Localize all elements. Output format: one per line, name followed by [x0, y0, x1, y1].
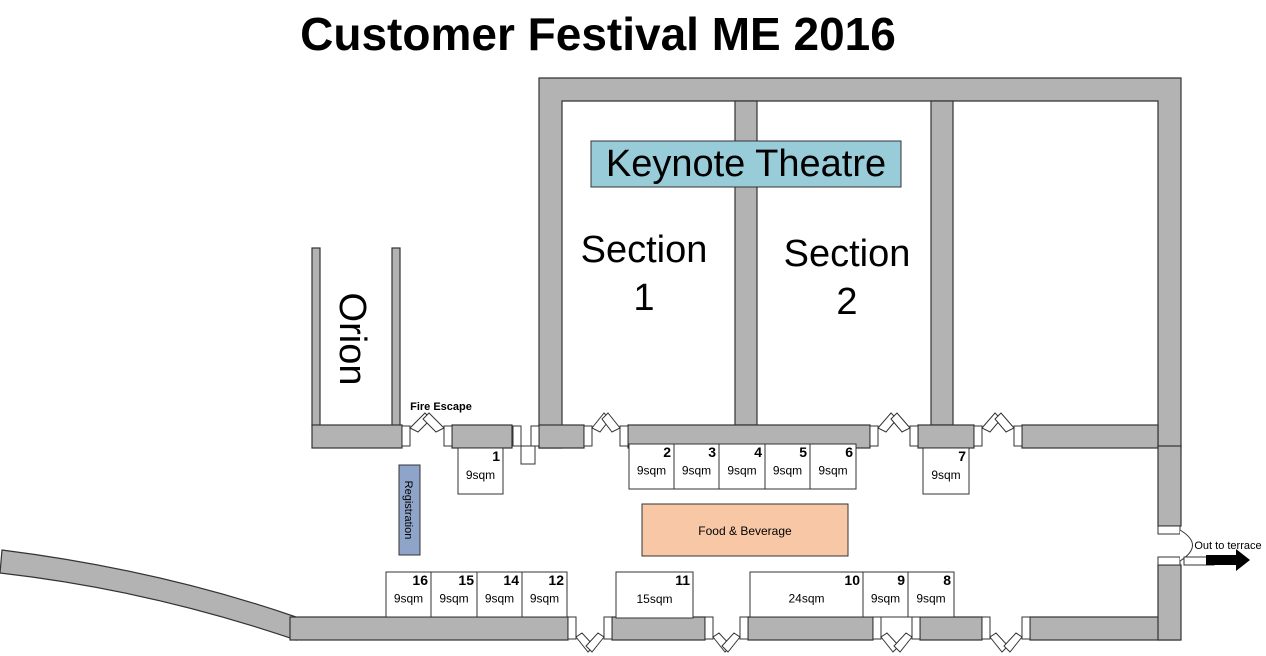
booth-size: 9sqm [727, 464, 756, 478]
booth-number: 5 [799, 444, 807, 460]
food-beverage-label: Food & Beverage [698, 524, 792, 538]
door-keynote-left [512, 425, 540, 465]
booth: 4 9sqm [718, 443, 766, 490]
booth: 9 9sqm [862, 571, 909, 618]
terrace-arrow-icon [1206, 549, 1250, 571]
booth-number: 11 [675, 572, 690, 588]
booths: 1 9sqm 2 9sqm 3 9sqm 4 9sqm 5 9sqm 6 9sqm 7 9sq… [385, 443, 970, 619]
booth-size: 9sqm [773, 464, 802, 478]
fire-escape-label: Fire Escape [410, 401, 472, 413]
booth-number: 14 [503, 572, 519, 588]
booth: 3 9sqm [673, 443, 720, 490]
registration-label: Registration [402, 481, 414, 540]
terrace-exit: Out to terrace [1183, 540, 1262, 571]
doors [401, 412, 1193, 653]
booth: 7 9sqm [922, 447, 970, 495]
keynote-building-walls [538, 77, 1182, 449]
booth-size: 24sqm [788, 592, 824, 606]
terrace-label: Out to terrace [1194, 540, 1261, 552]
door-section-2 [869, 412, 919, 447]
booth: 1 9sqm [457, 447, 504, 495]
booth-size: 9sqm [871, 592, 900, 606]
orion-label: Orion [331, 293, 373, 386]
booth-number: 15 [458, 572, 474, 588]
booth: 8 9sqm [907, 571, 955, 618]
booth-number: 3 [708, 444, 716, 460]
booth: 2 9sqm [628, 443, 675, 490]
door-bottom-1 [567, 616, 613, 653]
section-2-label: Section [784, 233, 911, 275]
booth-size: 9sqm [682, 464, 711, 478]
booth: 12 9sqm [521, 571, 568, 618]
booth-size: 9sqm [485, 592, 514, 606]
door-hall-right [973, 412, 1023, 447]
keynote-theatre-label: Keynote Theatre [606, 143, 886, 185]
booth-size: 9sqm [931, 468, 960, 482]
booth: 6 9sqm [809, 443, 857, 490]
door-terrace [1157, 525, 1193, 566]
booth-number: 4 [754, 444, 762, 460]
section-1-label: Section [581, 229, 708, 271]
booth-number: 12 [548, 572, 564, 588]
booth: 10 24sqm [749, 571, 864, 618]
booth-number: 8 [943, 572, 951, 588]
booth-number: 2 [663, 444, 671, 460]
booth: 14 9sqm [476, 571, 523, 618]
section-1-number: 1 [633, 277, 654, 319]
perimeter-walls [0, 445, 1182, 641]
booth-size: 9sqm [637, 464, 666, 478]
booth-size: 9sqm [818, 464, 847, 478]
door-bottom-4 [981, 616, 1031, 653]
booth: 5 9sqm [764, 443, 811, 490]
door-fire-escape [401, 412, 453, 447]
page-title: Customer Festival ME 2016 [300, 8, 896, 60]
booth-size: 9sqm [466, 468, 495, 482]
booth-size: 9sqm [394, 592, 423, 606]
booth-number: 7 [958, 448, 966, 464]
door-bottom-3 [872, 616, 921, 653]
registration-desk: Registration [398, 464, 421, 556]
booth-size: 9sqm [439, 592, 468, 606]
booth-number: 16 [412, 572, 428, 588]
booth-number: 6 [845, 444, 853, 460]
section-2-number: 2 [836, 281, 857, 323]
door-section-1 [583, 412, 629, 447]
food-beverage-area: Food & Beverage [641, 503, 849, 557]
booth-size: 9sqm [916, 592, 945, 606]
booth-number: 9 [897, 572, 905, 588]
booth-size: 15sqm [636, 592, 672, 606]
booth: 15 9sqm [430, 571, 478, 618]
booth-size: 9sqm [530, 592, 559, 606]
keynote-theatre-banner: Keynote Theatre [590, 140, 902, 188]
booth-number: 1 [492, 448, 500, 464]
booth: 16 9sqm [385, 571, 432, 618]
door-bottom-2 [704, 616, 749, 653]
booth-number: 10 [844, 572, 860, 588]
